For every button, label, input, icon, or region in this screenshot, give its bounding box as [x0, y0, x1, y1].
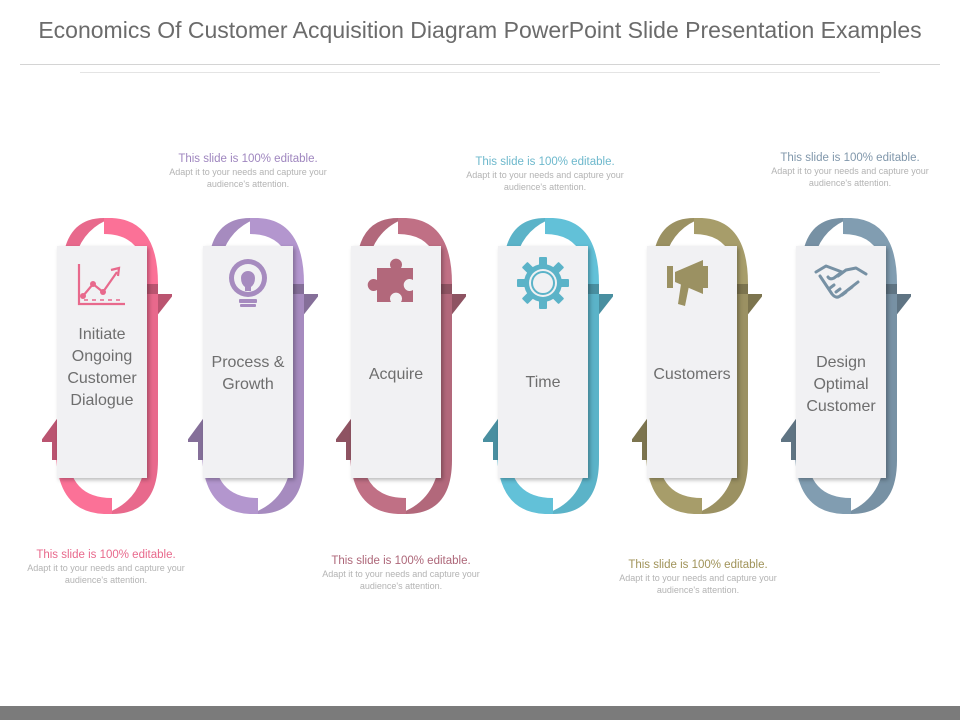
ring-top-sweep — [250, 218, 304, 294]
ring-right-band — [694, 294, 748, 514]
footer-bar — [0, 706, 960, 720]
ring-right-band — [398, 294, 452, 514]
ring-bottom-sweep — [646, 444, 702, 514]
step-label: Process & Growth — [211, 354, 285, 393]
chart-icon — [77, 264, 125, 306]
ring-bottom-sweep — [350, 444, 406, 514]
title-divider — [20, 64, 940, 65]
puzzle-icon — [367, 258, 413, 302]
ring-bottom-sweep — [497, 444, 553, 514]
slide-title: Economics Of Customer Acquisition Diagra… — [38, 17, 922, 43]
megaphone-icon — [667, 260, 708, 306]
step-6: Design Optimal Customer — [781, 214, 911, 518]
note-top-2: This slide is 100% editable. Adapt it to… — [455, 155, 635, 193]
note-top-3: This slide is 100% editable. Adapt it to… — [760, 151, 940, 189]
ring-top-sweep — [104, 218, 158, 294]
note-bottom-1: This slide is 100% editable. Adapt it to… — [16, 548, 196, 586]
step-4: Time — [483, 214, 613, 518]
note-heading: This slide is 100% editable. — [780, 152, 920, 164]
note-bottom-2: This slide is 100% editable. Adapt it to… — [311, 554, 491, 592]
step-card: Initiate Ongoing Customer Dialogue — [57, 246, 147, 478]
step-5: Customers — [632, 214, 762, 518]
ring-top-sweep — [545, 218, 599, 294]
note-bottom-3: This slide is 100% editable. Adapt it to… — [608, 558, 788, 596]
title-divider-secondary — [80, 72, 880, 73]
ring-right-band — [250, 294, 304, 514]
note-body: Adapt it to your needs and capture your … — [466, 170, 624, 192]
lightbulb-gear-icon — [229, 259, 267, 307]
handshake-icon — [814, 264, 868, 299]
note-heading: This slide is 100% editable. — [628, 559, 768, 571]
note-heading: This slide is 100% editable. — [331, 555, 471, 567]
step-label: Time — [525, 374, 561, 391]
note-heading: This slide is 100% editable. — [475, 156, 615, 168]
step-label: Acquire — [368, 366, 424, 383]
step-card: Acquire — [351, 246, 441, 478]
note-body: Adapt it to your needs and capture your … — [169, 167, 327, 189]
ring-right-band — [104, 294, 158, 514]
ring-bottom-sweep — [56, 444, 112, 514]
step-label: Design Optimal Customer — [806, 354, 876, 415]
gear-icon — [517, 257, 569, 309]
note-body: Adapt it to your needs and capture your … — [322, 569, 480, 591]
step-1: Initiate Ongoing Customer Dialogue — [42, 214, 172, 518]
step-card: Process & Growth — [203, 246, 293, 478]
note-body: Adapt it to your needs and capture your … — [771, 166, 929, 188]
ring-bottom-sweep — [202, 444, 258, 514]
step-label: Initiate Ongoing Customer Dialogue — [67, 326, 137, 409]
step-card: Time — [498, 246, 588, 478]
ring-bottom-sweep — [795, 444, 851, 514]
note-heading: This slide is 100% editable. — [36, 549, 176, 561]
note-top-1: This slide is 100% editable. Adapt it to… — [158, 152, 338, 190]
ring-top-sweep — [398, 218, 452, 294]
note-heading: This slide is 100% editable. — [178, 153, 318, 165]
note-body: Adapt it to your needs and capture your … — [619, 573, 777, 595]
step-3: Acquire — [336, 214, 466, 518]
step-label: Customers — [653, 366, 731, 383]
ring-top-sweep — [843, 218, 897, 294]
step-card: Design Optimal Customer — [796, 246, 886, 478]
note-body: Adapt it to your needs and capture your … — [27, 563, 185, 585]
step-card: Customers — [647, 246, 737, 478]
step-2: Process & Growth — [188, 214, 318, 518]
ring-right-band — [843, 294, 897, 514]
ring-top-sweep — [694, 218, 748, 294]
ring-right-band — [545, 294, 599, 514]
